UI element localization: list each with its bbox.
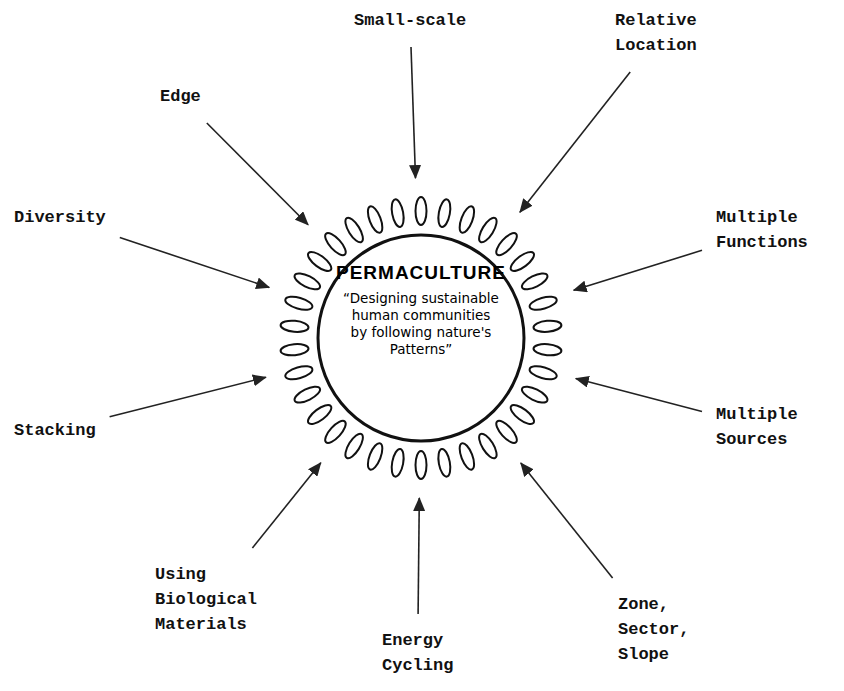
- principle-label: Relative Location: [615, 8, 707, 58]
- petal: [280, 320, 309, 334]
- principle-label: Stacking: [14, 418, 96, 443]
- petal: [508, 249, 537, 275]
- principle-text: Diversity: [14, 205, 106, 230]
- principle-text: Zone, Sector, Slope: [618, 592, 689, 667]
- petal: [416, 197, 427, 225]
- petal: [365, 441, 385, 471]
- principle-label: Zone, Sector, Slope: [618, 592, 689, 667]
- arrow-connector: [207, 123, 308, 225]
- petal: [436, 198, 452, 228]
- petal: [305, 402, 334, 428]
- petal: [284, 294, 314, 312]
- petal: [305, 249, 334, 275]
- principle-text: Energy Cycling: [382, 628, 453, 678]
- principle-label: Multiple Sources: [716, 402, 808, 452]
- petal: [280, 343, 309, 357]
- arrow-connector: [418, 498, 419, 614]
- petal: [493, 230, 520, 258]
- motto-text: “Designing sustainable human communities…: [342, 290, 500, 358]
- petal: [322, 230, 349, 258]
- petal: [508, 402, 537, 428]
- principle-text: Relative Location: [615, 8, 707, 58]
- petal: [284, 364, 314, 382]
- petal: [322, 418, 349, 446]
- principle-text: Stacking: [14, 418, 96, 443]
- principle-label: Energy Cycling: [382, 628, 453, 678]
- petal: [416, 451, 427, 479]
- arrow-connector: [252, 463, 320, 548]
- principle-text: Using Biological Materials: [155, 562, 267, 637]
- petal: [520, 270, 550, 292]
- petal: [390, 448, 406, 478]
- title-word: PERMACULTURE: [336, 262, 506, 284]
- petal: [365, 205, 385, 235]
- principle-label: Diversity: [14, 205, 106, 230]
- principle-text: Small-scale: [354, 8, 466, 33]
- petal: [292, 383, 322, 405]
- petal: [528, 294, 558, 312]
- petal: [533, 343, 562, 357]
- petal: [436, 448, 452, 478]
- arrow-connector: [574, 250, 702, 290]
- permaculture-sun: PERMACULTURE “Designing sustainable human…: [271, 188, 571, 488]
- petal: [342, 215, 366, 245]
- petal: [476, 215, 500, 245]
- arrow-connector: [120, 238, 269, 288]
- arrow-connector: [411, 47, 416, 178]
- arrow-connector: [576, 378, 702, 411]
- principle-text: Multiple Sources: [716, 402, 808, 452]
- petal: [457, 205, 477, 235]
- principle-text: Edge: [160, 84, 201, 109]
- principle-label: Multiple Functions: [716, 205, 818, 255]
- petal: [476, 431, 500, 461]
- petal: [292, 270, 322, 292]
- petal: [390, 198, 406, 228]
- arrow-connector: [110, 377, 266, 417]
- principle-label: Using Biological Materials: [155, 562, 267, 637]
- principle-label: Small-scale: [354, 8, 466, 33]
- principle-label: Edge: [160, 84, 201, 109]
- principle-text: Multiple Functions: [716, 205, 818, 255]
- petal: [457, 441, 477, 471]
- petal: [533, 320, 562, 334]
- petal: [342, 431, 366, 461]
- petal: [528, 364, 558, 382]
- petal: [520, 383, 550, 405]
- arrow-connector: [521, 463, 613, 578]
- petal: [493, 418, 520, 446]
- arrow-connector: [520, 72, 630, 212]
- inner-circle: [318, 235, 524, 441]
